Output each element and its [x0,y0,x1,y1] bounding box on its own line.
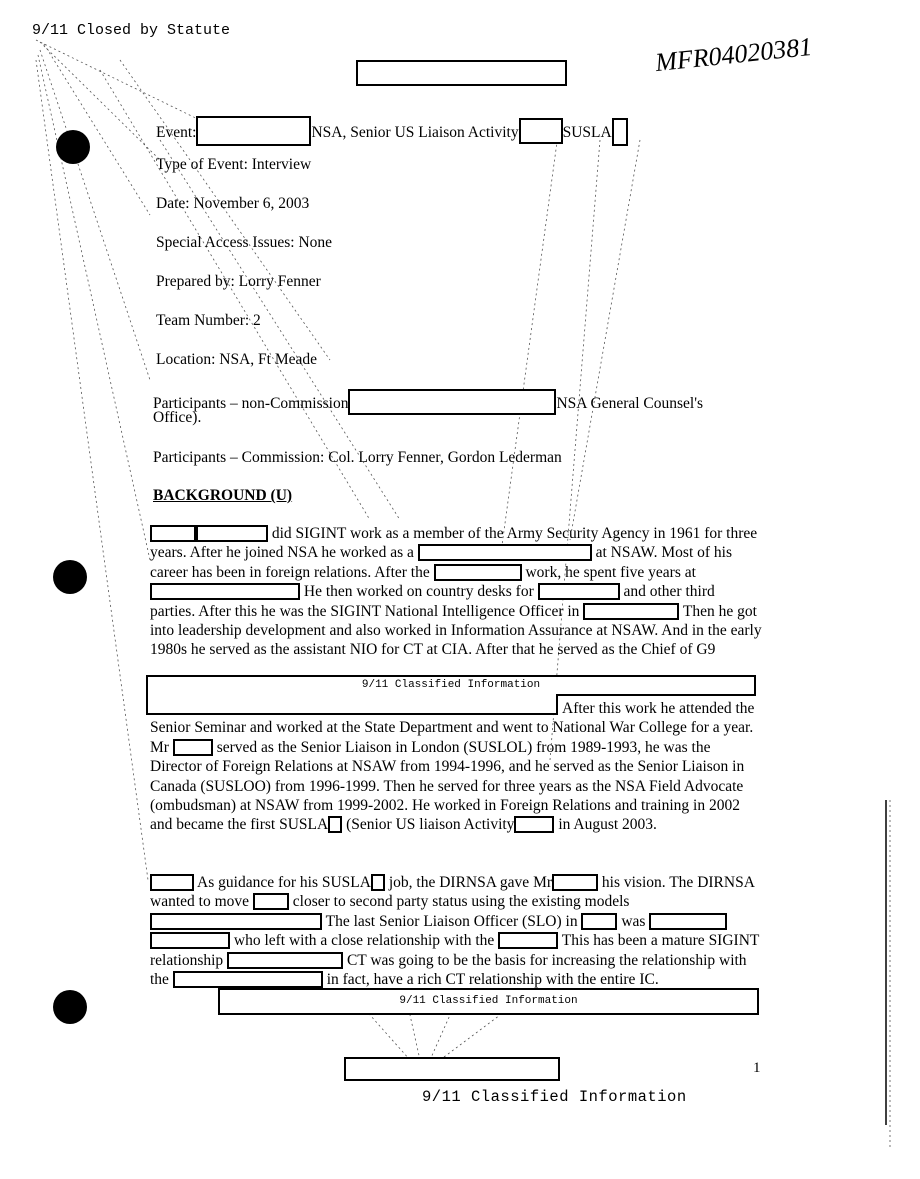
redaction-event-3 [611,118,628,146]
footer-classified-label: 9/11 Classified Information [422,1088,687,1106]
redaction-p2-5 [150,912,322,930]
p2-text-9: CT was going to be the basis for increas… [150,951,747,989]
background-paragraph-1: did SIGINT work as a member of the Army … [150,524,762,660]
redaction-p2-9 [498,932,559,950]
binder-hole-middle [53,560,87,594]
redaction-p1-3 [417,544,592,562]
binder-hole-bottom [53,990,87,1024]
p2-text-8: This has been a mature SIGINT relationsh… [150,932,760,969]
p2-text-5: The last Senior Liaison Officer (SLO) in [325,912,578,930]
p1-text-7: After this work he attended the Senior S… [150,700,755,756]
redaction-p1-5 [150,583,300,601]
redaction-p1-9 [328,816,343,834]
event-label: Event: [156,124,197,141]
redaction-box-header [356,60,567,86]
p1-text-8: served as the Senior Liaison in London (… [150,738,745,834]
redaction-p1-4 [433,563,522,581]
p1-text-1: did SIGINT work as a member of the Army … [150,525,758,562]
redaction-p2-3 [552,874,599,891]
redaction-p1-1 [150,525,196,542]
redaction-p2-7 [649,912,728,930]
redaction-event [196,116,312,146]
p1-text-4: He then worked on country desks for [303,583,534,601]
participants-non-prefix: Participants – non-Commission [153,395,349,412]
p1-text-5: and other third parties. After this he w… [150,583,715,620]
p2-text-10: in fact, have a rich CT relationship wit… [326,971,659,989]
participants-non-commission: Participants – non-Commission NSA General… [153,389,703,415]
redaction-event-2 [518,118,563,144]
event-text: NSA, Senior US Liaison Activity [311,124,519,141]
p1-text-6: Then he got into leadership development … [150,602,762,659]
p2-text-4: closer to second party status using the … [292,893,630,911]
p1-text-10: in August 2003. [558,816,657,834]
closed-by-statute-stamp: 9/11 Closed by Statute [32,22,231,39]
classified-redaction-block-2: 9/11 Classified Information [218,988,759,1015]
event-suffix: SUSLA [562,124,612,141]
classified-label-2: 9/11 Classified Information [399,995,578,1007]
p2-text-7: who left with a close relationship with … [233,932,495,950]
p1-text-2: at NSAW. Most of his career has been in … [150,544,733,581]
redaction-participants [348,389,557,415]
classified-redaction-block-lower [146,694,558,715]
redaction-box-footer [344,1057,560,1081]
redaction-p2-4 [252,893,289,911]
classified-label-1: 9/11 Classified Information [361,679,541,691]
redaction-p1-10 [514,816,555,834]
event-line: Event: NSA, Senior US Liaison Activity SUS… [156,116,628,146]
p1-text-9: (Senior US liaison Activity [346,816,515,834]
p2-text-1: As guidance for his SUSLA [197,874,371,891]
location-field: Location: NSA, Ft Meade [156,351,318,368]
classified-redaction-block-edge [556,694,756,696]
redaction-p1-2 [196,525,268,542]
participants-non-suffix: NSA General Counsel's [556,395,704,412]
redaction-p1-6 [537,583,620,601]
page-number: 1 [753,1060,761,1076]
participants-commission: Participants – Commission: Col. Lorry Fe… [153,449,562,466]
binder-hole-top [56,130,90,164]
team-number-field: Team Number: 2 [156,312,261,329]
redaction-p2-6 [581,912,618,930]
redaction-p1-8 [172,738,213,756]
participants-non-cont: Office). [153,409,202,426]
redaction-p2-1 [150,874,194,891]
p2-text-6: was [621,912,646,930]
special-access-field: Special Access Issues: None [156,234,333,251]
background-paragraph-2: As guidance for his SUSLA job, the DIRNS… [150,873,762,989]
type-of-event: Type of Event: Interview [156,156,312,173]
redaction-p2-2 [370,874,385,891]
background-heading: BACKGROUND (U) [153,487,293,504]
p1-text-3: work, he spent five years at [525,563,696,581]
background-paragraph-1-cont: After this work he attended the Senior S… [150,699,762,835]
redaction-p2-8 [150,932,230,950]
date-field: Date: November 6, 2003 [156,195,310,212]
p2-text-2: job, the DIRNSA gave Mr [388,874,553,891]
p2-text-3: his vision. The DIRNSA wanted to move [150,874,755,911]
redaction-p2-10 [227,951,344,969]
redaction-p1-7 [583,602,680,620]
classified-redaction-block: 9/11 Classified Information [146,675,756,695]
redaction-p2-11 [172,971,323,989]
prepared-by-field: Prepared by: Lorry Fenner [156,273,321,290]
